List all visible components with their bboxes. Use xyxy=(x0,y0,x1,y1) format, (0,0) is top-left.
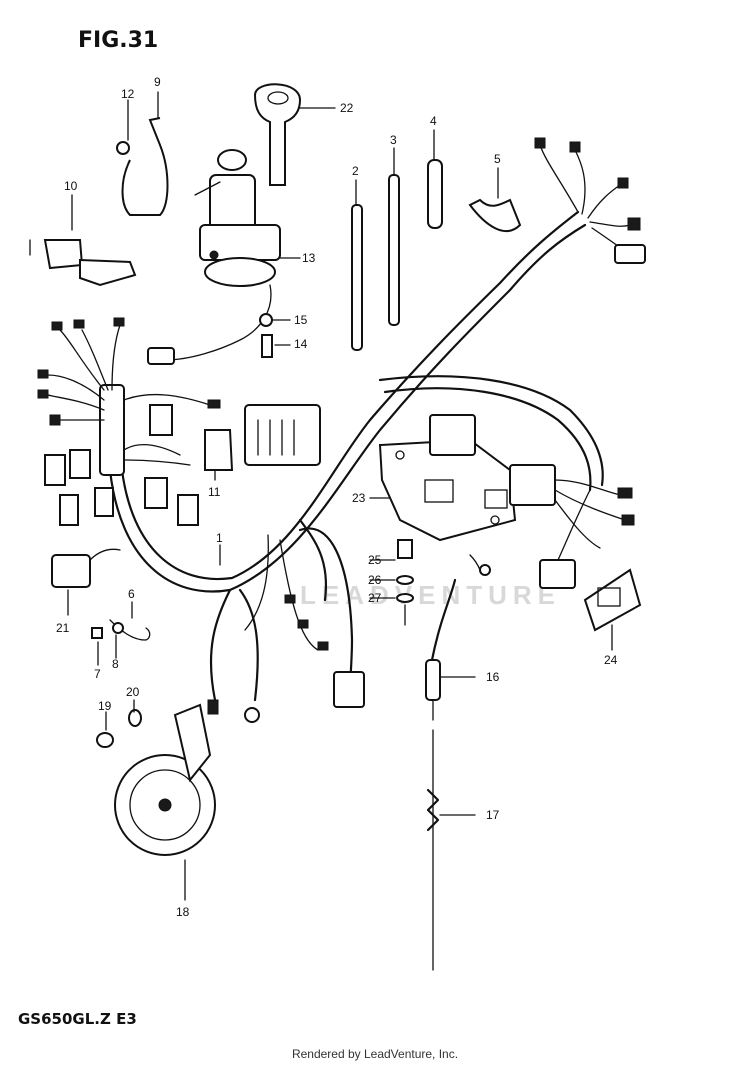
cable-16-17 xyxy=(425,578,476,971)
items-25-26-27 xyxy=(396,539,414,626)
callout-11: 11 xyxy=(208,485,221,499)
callout-16: 16 xyxy=(486,670,500,684)
figure-title: FIG.31 xyxy=(78,28,159,53)
ignition-switch xyxy=(147,149,301,365)
bracket-24 xyxy=(583,568,642,651)
switch-21 xyxy=(51,548,121,616)
bottom-connectors xyxy=(207,554,491,723)
callout-23: 23 xyxy=(352,491,366,505)
callout-14: 14 xyxy=(294,337,308,351)
callout-22: 22 xyxy=(340,101,354,115)
callout-3: 3 xyxy=(390,133,397,147)
callout-20: 20 xyxy=(126,685,140,699)
watermark: LEADVENTURE xyxy=(300,580,562,610)
items-14-15 xyxy=(259,313,291,358)
rendered-by-note: Rendered by LeadVenture, Inc. xyxy=(291,1047,459,1061)
relay-bracket xyxy=(369,414,517,542)
callout-8: 8 xyxy=(112,657,119,671)
leader-lines xyxy=(29,239,396,599)
tubes-2-3-4 xyxy=(351,129,443,351)
callout-4: 4 xyxy=(430,114,437,128)
left-connector-cluster xyxy=(37,317,221,526)
callout-18: 18 xyxy=(176,905,190,919)
model-code: GS650GL.Z E3 xyxy=(18,1010,137,1028)
items-6-7-8 xyxy=(91,601,151,666)
item-11-clip xyxy=(204,429,234,481)
callout-15: 15 xyxy=(294,313,308,327)
clamp-5 xyxy=(468,167,522,232)
callout-6: 6 xyxy=(128,587,135,601)
right-relay-cluster xyxy=(509,464,635,589)
callout-19: 19 xyxy=(98,699,112,713)
right-upper-connectors xyxy=(534,137,646,264)
clamps-9-10-12 xyxy=(43,91,169,287)
callout-24: 24 xyxy=(604,653,618,667)
horn-18 xyxy=(96,699,216,901)
callout-12: 12 xyxy=(121,87,135,101)
fuse-box xyxy=(244,404,321,466)
callout-1: 1 xyxy=(216,531,223,545)
callout-21: 21 xyxy=(56,621,70,635)
callout-7: 7 xyxy=(94,667,101,681)
callout-9: 9 xyxy=(154,75,161,89)
callout-10: 10 xyxy=(64,179,78,193)
callout-17: 17 xyxy=(486,808,500,822)
callout-13: 13 xyxy=(302,251,316,265)
ignition-key xyxy=(253,83,336,186)
callout-2: 2 xyxy=(352,164,359,178)
callout-5: 5 xyxy=(494,152,501,166)
